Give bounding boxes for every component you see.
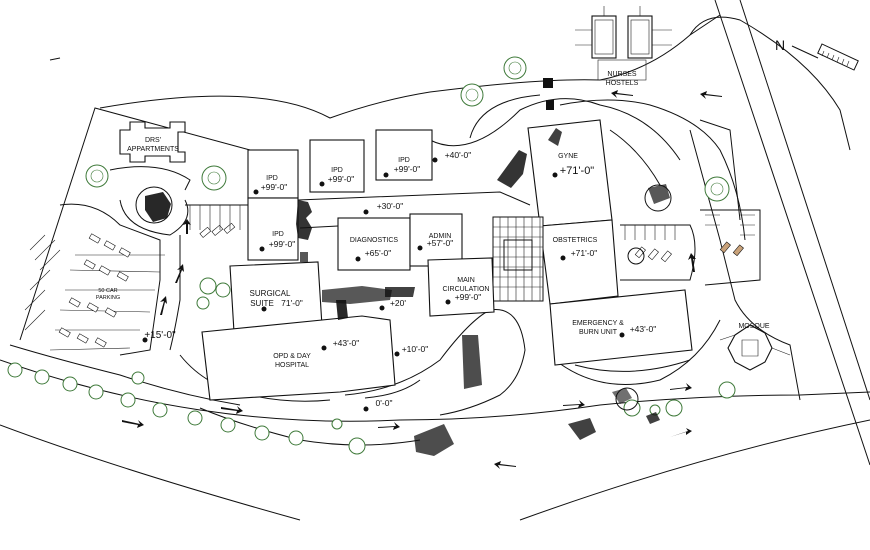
tree-icon [623,399,641,417]
obstetrics-label: OBSTETRICS [553,237,598,244]
ipd-level: +99'-0" [394,164,421,174]
drs-apartments-block [119,121,186,163]
tree-icon [199,277,217,295]
admin-block [409,213,463,267]
parking-label-2: PARKING [96,295,120,301]
tree-icon [348,437,366,455]
tree-icon [7,362,23,378]
nurses-hostels-label-1: NURSES [607,71,637,78]
emergency-label-2: BURN UNIT [579,329,618,336]
level-ten: +10'-0" [402,344,429,354]
obstetrics-level: +71'-0" [571,248,598,258]
trees [7,56,736,455]
corridor-level: +30'-0" [377,201,404,211]
tree-icon [201,165,227,191]
opd-level: +43'-0" [333,338,360,348]
ipd-label: IPD [272,231,284,238]
ipd-level: +99'-0" [269,239,296,249]
tree-icon [152,402,168,418]
buildings [119,6,791,401]
main-circulation-label-2: CIRCULATION [443,286,490,293]
emergency-label-1: EMERGENCY & [572,320,624,327]
tree-icon [131,371,145,385]
mosque-block [727,324,773,371]
tree-icon [62,376,78,392]
entrance-level: 0'-0" [376,398,393,408]
tree-icon [288,430,304,446]
ipd-level: +99'-0" [328,174,355,184]
traffic-arrows [122,90,722,469]
ipd-block [309,139,365,193]
tree-icon [85,164,109,188]
tree-icon [34,369,50,385]
site-roads [0,0,870,521]
nurses-hostel-block [627,15,653,59]
ipd-label: IPD [331,167,343,174]
landscape-hatch [145,78,670,456]
surgical-suite-label-1: SURGICAL [250,289,291,298]
surgical-suite-label-2: SUITE [250,299,274,308]
tree-icon [215,282,231,298]
admin-label: ADMIN [429,233,452,240]
tree-icon [196,296,210,310]
nurses-hostels-label-2: HOSTELS [606,80,639,87]
gyne-level: +71'-0" [560,165,595,177]
drs-apartments-label-2: APPARTMENTS [127,146,179,153]
opd-label-1: OPD & DAY [273,353,311,360]
main-circulation-level: +99'-0" [455,292,482,302]
admin-level: +57'-0" [427,238,454,248]
tree-icon [120,392,136,408]
tree-icon [254,425,270,441]
opd-label-2: HOSPITAL [275,362,309,369]
ipd-level: +99'-0" [261,182,288,192]
diagnostics-level: +65'-0" [365,248,392,258]
parking-area [24,203,755,356]
tree-icon [331,418,343,430]
tree-icon [460,83,484,107]
main-circulation-label-1: MAIN [457,277,475,284]
tree-icon [187,410,203,426]
opd-block [201,315,396,401]
tree-icon [665,399,683,417]
level-markers [142,157,625,412]
tree-icon [220,417,236,433]
north-arrow-icon: N [775,37,859,71]
north-label: N [775,37,785,53]
ipd-block [247,197,299,261]
nurses-hostel-block [591,15,617,59]
drs-apartments-label-1: DRS' [145,137,161,144]
parking-level: +15'-0" [144,330,176,341]
main-circulation-block [427,257,495,317]
emergency-block [549,289,693,366]
parking-label-1: 50 CAR [98,288,117,294]
mosque-label: MOSQUE [738,323,769,330]
tree-icon [718,381,736,399]
atrium-grid [492,216,544,302]
surgical-suite-level: 71'-0" [281,298,303,308]
tree-icon [503,56,527,80]
emergency-level: +43'-0" [630,324,657,334]
ipd-label: IPD [398,157,410,164]
ipd-block [375,129,433,181]
road-level: +40'-0" [445,150,472,160]
gyne-label: GYNE [558,153,578,160]
diagnostics-label: DIAGNOSTICS [350,237,399,244]
level-twenty: +20' [390,298,406,308]
tree-icon [704,176,730,202]
ipd-label: IPD [266,175,278,182]
tree-icon [88,384,104,400]
diagnostics-block [337,217,411,271]
labels: NURSES HOSTELS DRS' APPARTMENTS IPD +99'… [96,71,770,408]
